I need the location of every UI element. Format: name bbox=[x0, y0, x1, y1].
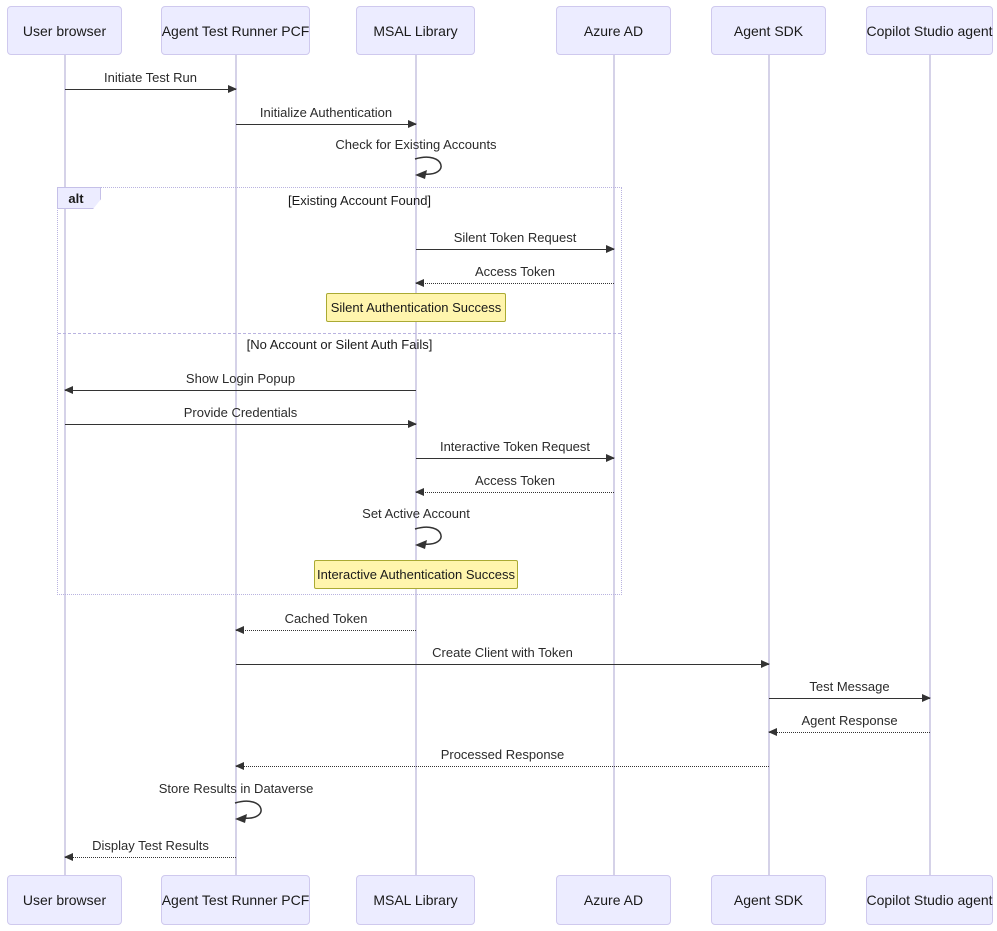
message-label: Test Message bbox=[809, 679, 890, 694]
lifeline-azure-ad bbox=[613, 55, 615, 875]
actor-top-agent-test-runner-pcf: Agent Test Runner PCF bbox=[161, 6, 310, 55]
message-label: Display Test Results bbox=[92, 838, 209, 853]
actor-bottom-agent-sdk: Agent SDK bbox=[711, 875, 826, 925]
self-loop-arrow bbox=[414, 526, 442, 549]
message-label: Processed Response bbox=[440, 747, 565, 762]
actor-top-agent-sdk: Agent SDK bbox=[711, 6, 826, 55]
message-store-results-dataverse: Store Results in Dataverse bbox=[158, 781, 314, 796]
arrowhead-icon bbox=[408, 120, 417, 128]
arrowhead-icon bbox=[761, 660, 770, 668]
self-loop-arrow bbox=[234, 800, 262, 823]
actor-bottom-msal-library: MSAL Library bbox=[356, 875, 475, 925]
arrowhead-icon bbox=[235, 762, 244, 770]
alt-frame-tag: alt bbox=[57, 187, 101, 209]
message-initiate-test-run: Initiate Test Run bbox=[65, 68, 237, 93]
alt-condition-no-account: [No Account or Silent Auth Fails] bbox=[246, 337, 433, 352]
message-label: Provide Credentials bbox=[183, 405, 298, 420]
actor-bottom-copilot-studio-agent: Copilot Studio agent bbox=[866, 875, 993, 925]
arrowhead-icon bbox=[606, 245, 615, 253]
message-test-message: Test Message bbox=[769, 677, 931, 702]
message-access-token-interactive: Access Token bbox=[415, 471, 614, 496]
message-label: Initiate Test Run bbox=[104, 70, 197, 85]
message-show-login-popup: Show Login Popup bbox=[64, 369, 416, 394]
lifeline-user-browser bbox=[64, 55, 66, 875]
message-silent-token-request: Silent Token Request bbox=[416, 228, 615, 253]
message-line bbox=[769, 694, 931, 702]
lifeline-msal-library bbox=[415, 55, 417, 875]
message-label: Initialize Authentication bbox=[259, 105, 393, 120]
arrowhead-icon bbox=[922, 694, 931, 702]
message-line bbox=[64, 386, 416, 394]
alt-condition-existing-account: [Existing Account Found] bbox=[287, 193, 432, 208]
actor-top-user-browser: User browser bbox=[7, 6, 122, 55]
message-label: Interactive Token Request bbox=[439, 439, 591, 454]
arrowhead-icon bbox=[606, 454, 615, 462]
alt-frame: alt [Existing Account Found] [No Account… bbox=[57, 187, 622, 595]
message-check-existing-accounts: Check for Existing Accounts bbox=[335, 137, 497, 152]
message-line bbox=[65, 85, 237, 93]
arrowhead-icon bbox=[64, 853, 73, 861]
actor-bottom-agent-test-runner-pcf: Agent Test Runner PCF bbox=[161, 875, 310, 925]
arrowhead-icon bbox=[235, 626, 244, 634]
message-label: Silent Token Request bbox=[453, 230, 577, 245]
message-label: Show Login Popup bbox=[185, 371, 296, 386]
message-label: Create Client with Token bbox=[432, 645, 573, 660]
arrowhead-icon bbox=[408, 420, 417, 428]
message-set-active-account: Set Active Account bbox=[362, 506, 470, 521]
lifeline-agent-test-runner-pcf bbox=[235, 55, 237, 875]
message-processed-response: Processed Response bbox=[235, 745, 769, 770]
actor-top-azure-ad: Azure AD bbox=[556, 6, 671, 55]
actor-bottom-user-browser: User browser bbox=[7, 875, 122, 925]
arrowhead-icon bbox=[415, 488, 424, 496]
message-line bbox=[415, 279, 614, 287]
alt-else-divider bbox=[58, 333, 621, 334]
message-label: Cached Token bbox=[284, 611, 368, 626]
arrowhead-icon bbox=[415, 279, 424, 287]
message-cached-token: Cached Token bbox=[235, 609, 416, 634]
message-provide-credentials: Provide Credentials bbox=[65, 403, 417, 428]
message-line bbox=[415, 488, 614, 496]
message-line bbox=[416, 454, 615, 462]
arrowhead-icon bbox=[768, 728, 777, 736]
lifeline-agent-sdk bbox=[768, 55, 770, 875]
message-label: Access Token bbox=[475, 264, 555, 279]
actor-bottom-azure-ad: Azure AD bbox=[556, 875, 671, 925]
lifeline-copilot-studio-agent bbox=[929, 55, 931, 875]
message-initialize-authentication: Initialize Authentication bbox=[236, 103, 417, 128]
message-create-client-with-token: Create Client with Token bbox=[236, 643, 770, 668]
message-line bbox=[416, 245, 615, 253]
message-display-test-results: Display Test Results bbox=[64, 836, 236, 861]
self-loop-arrow bbox=[414, 156, 442, 179]
message-label: Access Token bbox=[475, 473, 555, 488]
message-line bbox=[236, 660, 770, 668]
note-silent-auth-success: Silent Authentication Success bbox=[326, 293, 506, 322]
message-line bbox=[64, 853, 236, 861]
message-line bbox=[235, 762, 769, 770]
message-line bbox=[236, 120, 417, 128]
note-interactive-auth-success: Interactive Authentication Success bbox=[314, 560, 518, 589]
actor-top-msal-library: MSAL Library bbox=[356, 6, 475, 55]
actor-top-copilot-studio-agent: Copilot Studio agent bbox=[866, 6, 993, 55]
message-line bbox=[768, 728, 930, 736]
message-label: Agent Response bbox=[801, 713, 898, 728]
arrowhead-icon bbox=[64, 386, 73, 394]
arrowhead-icon bbox=[228, 85, 237, 93]
message-line bbox=[65, 420, 417, 428]
message-agent-response: Agent Response bbox=[768, 711, 930, 736]
message-access-token-silent: Access Token bbox=[415, 262, 614, 287]
message-line bbox=[235, 626, 416, 634]
message-interactive-token-request: Interactive Token Request bbox=[416, 437, 615, 462]
